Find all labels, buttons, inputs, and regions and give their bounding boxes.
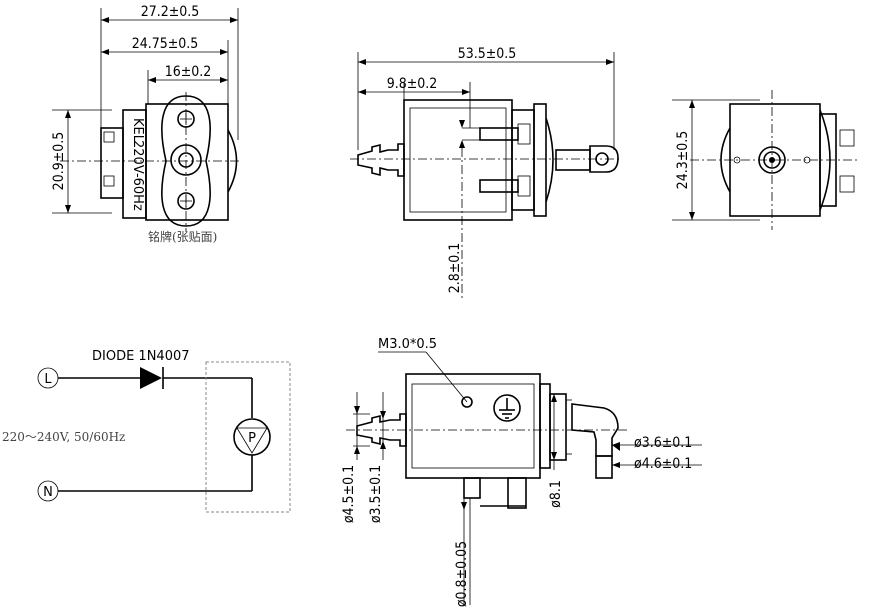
dim-front-overall-width: 27.2±0.5 bbox=[141, 4, 200, 20]
dim-end-height: 24.3±0.5 bbox=[675, 131, 691, 190]
dim-inlet-od: ø4.5±0.1 bbox=[341, 465, 357, 523]
diode-label: DIODE 1N4007 bbox=[92, 349, 190, 364]
front-view: 27.2±0.5 24.75±0.5 16±0.2 20.9±0.5 KEL 2… bbox=[51, 4, 240, 244]
nameplate-rating: 220V-60Hz bbox=[130, 140, 145, 211]
side-view: 53.5±0.5 9.8±0.2 2.8±0.1 bbox=[350, 46, 622, 298]
dim-front-height: 20.9±0.5 bbox=[51, 132, 67, 191]
dim-front-body-width: 24.75±0.5 bbox=[132, 36, 199, 52]
dim-flange: ø8.1 bbox=[548, 480, 564, 508]
supply-label: 220～240V, 50/60Hz bbox=[2, 430, 125, 444]
nameplate-note: 铭牌(张贴面) bbox=[148, 229, 217, 244]
bottom-view: M3.0*0.5 ø4.5±0.1 ø3.5±0.1 ø8.1 ø3.6±0.1… bbox=[341, 337, 702, 607]
terminal-neutral: N bbox=[43, 485, 53, 500]
dim-terminal-thickness: ø0.8±0.05 bbox=[454, 541, 470, 607]
pump-enclosure bbox=[205, 361, 291, 513]
pump-letter: P bbox=[248, 431, 256, 446]
diode-symbol bbox=[140, 367, 162, 389]
circuit-diagram: L N DIODE 1N4007 220～240V, 50/60Hz P bbox=[2, 349, 291, 513]
thread-label: M3.0*0.5 bbox=[378, 337, 437, 352]
dim-front-hole-spacing: 16±0.2 bbox=[165, 64, 212, 80]
terminal-line: L bbox=[44, 372, 52, 387]
pump-symbol bbox=[233, 418, 271, 456]
dim-side-terminal-offset: 9.8±0.2 bbox=[387, 76, 438, 92]
dim-outlet-id: ø3.6±0.1 bbox=[634, 435, 692, 451]
dim-side-length: 53.5±0.5 bbox=[458, 46, 517, 62]
nameplate-brand: KEL bbox=[130, 118, 145, 143]
ground-icon bbox=[493, 394, 521, 422]
dim-inlet-id: ø3.5±0.1 bbox=[368, 465, 384, 523]
dim-outlet-od: ø4.6±0.1 bbox=[634, 456, 692, 472]
end-view: 24.3±0.5 bbox=[672, 90, 860, 230]
dim-side-terminal-height: 2.8±0.1 bbox=[447, 243, 463, 294]
